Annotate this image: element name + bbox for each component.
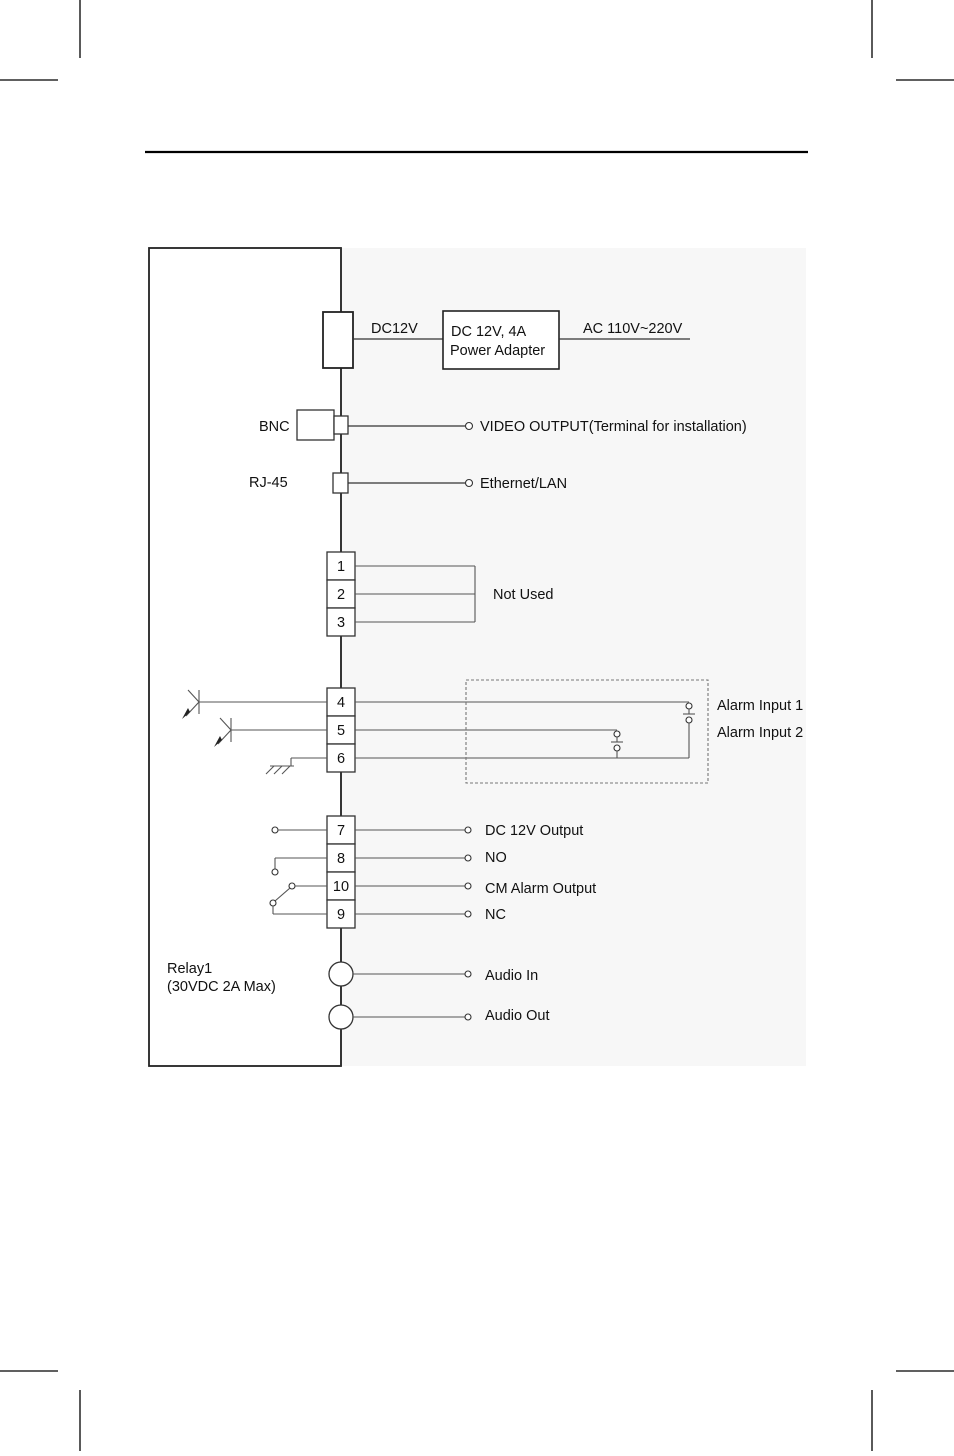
- relay-label-line1: Relay1: [167, 961, 212, 977]
- bnc-connector-body: [297, 410, 334, 440]
- rj45-label: RJ-45: [249, 475, 288, 491]
- not-used-label: Not Used: [493, 587, 553, 603]
- audio-out-label: Audio Out: [485, 1008, 550, 1024]
- video-output-label: VIDEO OUTPUT(Terminal for installation): [480, 419, 747, 435]
- audio-in-label: Audio In: [485, 968, 538, 984]
- terminal-2-label: 2: [337, 587, 345, 603]
- adapter-label-line2: Power Adapter: [450, 343, 545, 359]
- terminal-7-label: 7: [337, 823, 345, 839]
- ethernet-label: Ethernet/LAN: [480, 476, 567, 492]
- no-label: NO: [485, 850, 507, 866]
- cm-alarm-output-label: CM Alarm Output: [485, 881, 596, 897]
- terminal-3-label: 3: [337, 615, 345, 631]
- dc12v-output-label: DC 12V Output: [485, 823, 583, 839]
- alarm-input-2-label: Alarm Input 2: [717, 725, 803, 741]
- bnc-connector-tip: [334, 416, 348, 434]
- power-connector: [323, 312, 353, 368]
- audio-out-jack: [329, 1005, 353, 1029]
- terminal-10-label: 10: [333, 879, 349, 895]
- terminal-6-label: 6: [337, 751, 345, 767]
- dc12v-label: DC12V: [371, 321, 418, 337]
- terminal-8-label: 8: [337, 851, 345, 867]
- terminal-9-label: 9: [337, 907, 345, 923]
- terminal-5-label: 5: [337, 723, 345, 739]
- ac-label: AC 110V~220V: [583, 321, 683, 337]
- device-outline: [149, 248, 341, 1066]
- alarm-input-1-label: Alarm Input 1: [717, 698, 803, 714]
- power-adapter-box: [443, 311, 559, 369]
- adapter-label-line1: DC 12V, 4A: [451, 324, 527, 340]
- rj45-connector: [333, 473, 348, 493]
- audio-in-jack: [329, 962, 353, 986]
- nc-label: NC: [485, 907, 506, 923]
- relay-label-line2: (30VDC 2A Max): [167, 979, 276, 995]
- bnc-label: BNC: [259, 419, 290, 435]
- terminal-1-label: 1: [337, 559, 345, 575]
- terminal-4-label: 4: [337, 695, 345, 711]
